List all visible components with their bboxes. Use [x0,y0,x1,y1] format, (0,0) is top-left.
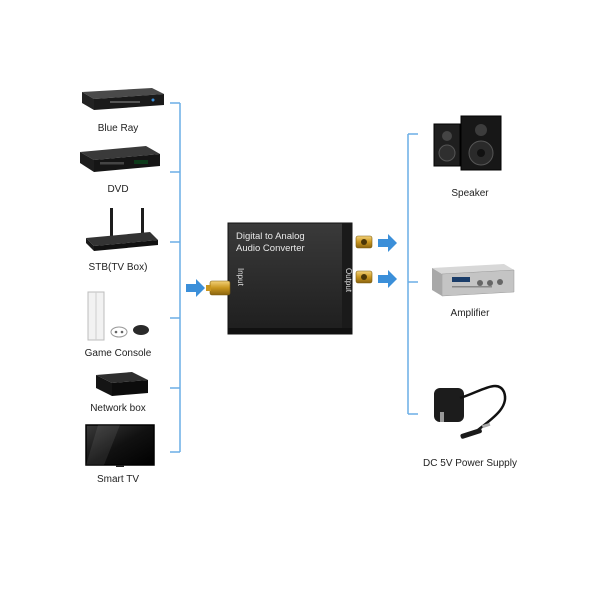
input-connector-lines [170,102,181,453]
input-labels: Blue Ray DVD STB(TV Box) Game Console Ne… [85,123,152,485]
output-arrow-icon [378,270,397,288]
rca-output-port-bottom [355,270,373,284]
game-console-icon [87,291,149,341]
dvd-player-icon [80,146,160,172]
output-label-power-supply: DC 5V Power Supply [423,458,517,469]
input-port-label: Input [236,268,245,287]
speaker-icon [433,115,502,171]
blu-ray-player-icon [82,88,164,110]
output-labels: Speaker Amplifier DC 5V Power Supply [423,188,517,469]
output-connector-lines [407,133,418,415]
rca-output-port-top [355,235,373,249]
input-label-smart-tv: Smart TV [97,474,139,485]
input-arrow-icon [186,279,205,297]
input-label-network-box: Network box [90,403,146,414]
converter-title-line2: Audio Converter [236,243,305,254]
amplifier-icon [432,264,515,297]
input-label-blue-ray: Blue Ray [98,123,139,134]
input-label-stb: STB(TV Box) [89,262,148,273]
output-label-speaker: Speaker [451,188,489,199]
optical-input-port [206,280,231,296]
router-set-top-box-icon [86,208,158,251]
smart-tv-icon [85,424,155,467]
output-arrow-icon [378,234,397,252]
power-adapter-icon [434,384,507,439]
converter-device [227,222,353,335]
output-label-amplifier: Amplifier [451,308,491,319]
output-port-label: Output [344,268,353,293]
network-box-icon [96,372,148,396]
input-label-game-console: Game Console [85,348,152,359]
converter-title-line1: Digital to Analog [236,231,305,242]
input-label-dvd: DVD [107,184,128,195]
